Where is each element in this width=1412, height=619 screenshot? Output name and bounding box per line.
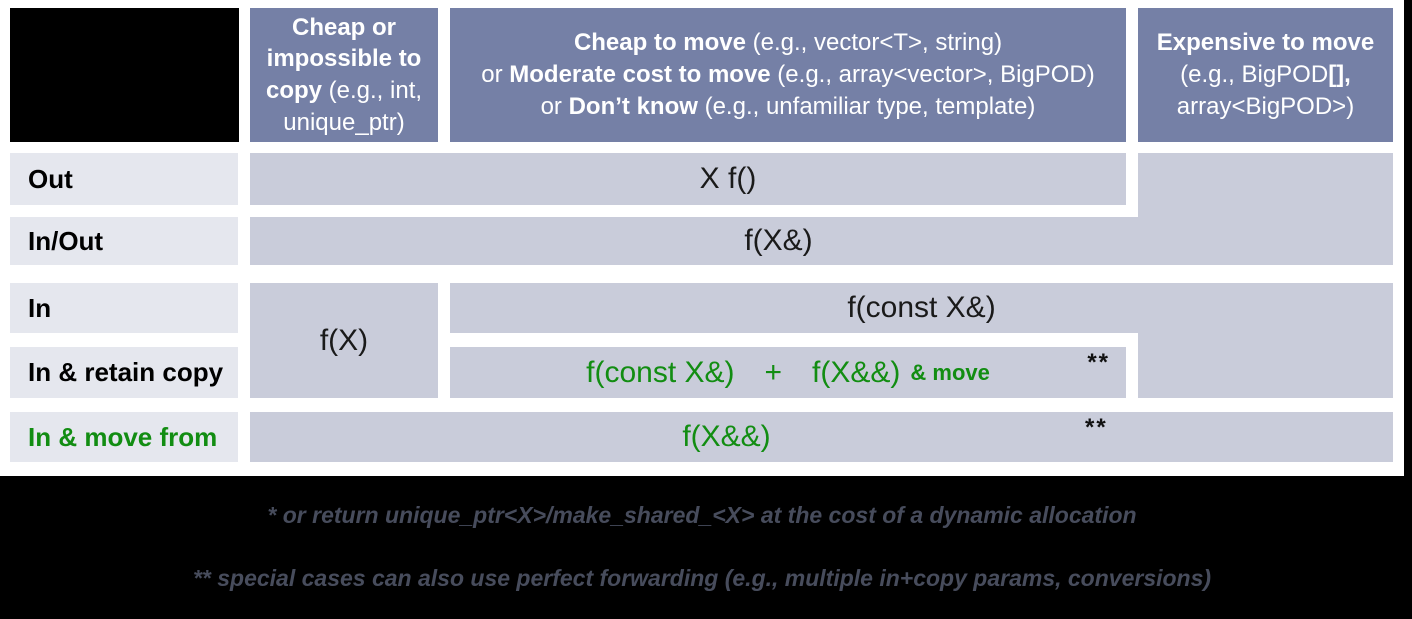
retain-double-star: ** [1087,349,1110,376]
cell-retain-plus: + [764,355,783,389]
column-header-expensive-move: Expensive to move(e.g., BigPOD[],array<B… [1138,8,1393,142]
cell-retain-const-ref: f(const X&) [586,355,735,389]
row-label-out-text: Out [28,163,73,194]
row-label-in-retain-copy-text: In & retain copy [28,357,224,387]
row-label-in-move-from-text: In & move from [28,421,218,452]
cell-retain-rvalue-ref: f(X&&) [812,355,901,389]
footnote-double-star: ** special cases can also use perfect fo… [192,565,1212,591]
row-label-out: Out [10,153,238,205]
cell-in-out-value: f(X&) [744,224,813,257]
footnote-single-star: * or return unique_ptr<X>/make_shared_<X… [267,502,1137,528]
cell-in-move-from: f(X&&) ** [250,412,1393,462]
column-header-cheap-copy-text: Cheap or impossible to copy (e.g., int, … [265,13,423,136]
cell-in-value: f(const X&) [847,291,996,324]
column-header-cheap-move: Cheap to move (e.g., vector<T>, string)o… [450,8,1126,142]
cell-cheap-copy: f(X) [250,283,438,398]
cell-out-value: X f() [699,162,757,195]
row-label-in-text: In [28,292,52,323]
row-label-in-out: In/Out [10,217,238,265]
column-header-cheap-copy: Cheap or impossible to copy (e.g., int, … [250,8,438,142]
row-label-in-move-from: In & move from [10,412,238,462]
move-from-double-star: ** [1085,414,1108,441]
cell-cheap-copy-value: f(X) [319,323,369,357]
cell-move-from-value: f(X&&) [682,420,771,453]
cell-in-out: f(X&) [250,217,1393,265]
cell-out: X f() [250,153,1126,205]
cell-retain-and-move: & move [910,359,990,385]
corner-placeholder-cell [10,8,239,142]
row-label-in-retain-copy: In & retain copy [10,347,238,398]
row-label-in: In [10,283,238,333]
column-header-cheap-move-text: Cheap to move (e.g., vector<T>, string)o… [481,29,1095,120]
cell-in-retain-copy: f(const X&) + f(X&&) & move ** [450,347,1126,398]
cell-in: f(const X&) [450,283,1393,333]
row-label-in-out-text: In/Out [28,225,104,256]
column-header-expensive-move-text: Expensive to move(e.g., BigPOD[],array<B… [1156,29,1375,120]
